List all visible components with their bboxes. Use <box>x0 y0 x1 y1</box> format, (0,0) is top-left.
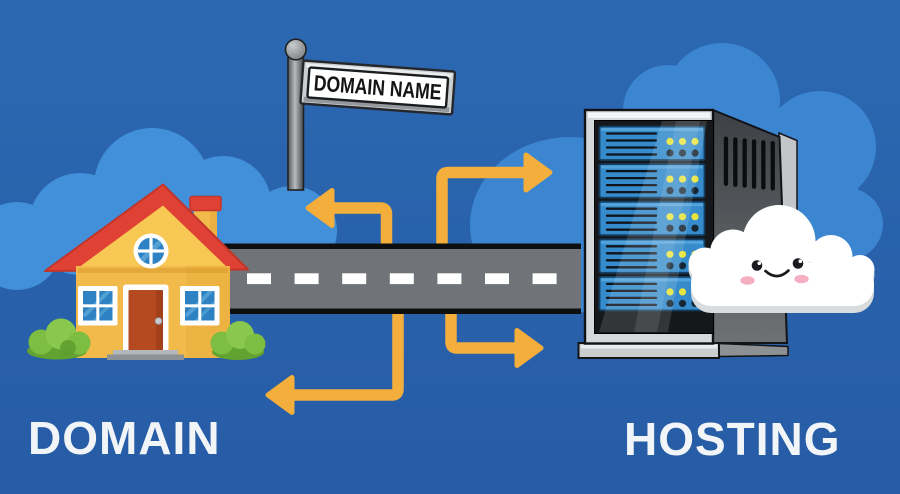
side-vents <box>723 136 775 191</box>
server-unit <box>598 163 706 199</box>
eye-right <box>792 258 804 269</box>
cloud-face <box>740 258 809 285</box>
rack-base-side <box>718 342 789 358</box>
server-unit <box>598 200 706 237</box>
bush-left <box>27 318 91 360</box>
arrow-up-left-icon <box>305 188 393 250</box>
server-unit <box>598 275 706 312</box>
arrow-up-right-icon <box>436 152 553 250</box>
glass-reflection <box>599 121 707 332</box>
arrow-down-right-icon <box>445 306 544 368</box>
sign-board: DOMAIN NAME <box>299 59 457 116</box>
cheek-right <box>794 274 809 284</box>
window-right <box>180 286 220 326</box>
door-knob <box>154 317 163 325</box>
smile <box>764 269 790 278</box>
road <box>205 243 581 314</box>
cheek-left <box>740 276 755 285</box>
round-gable-window <box>133 233 169 269</box>
sign-pole-cap <box>284 38 307 61</box>
front-door <box>123 284 169 353</box>
cloud-body <box>688 205 875 306</box>
glass-reflection-streak <box>634 121 700 332</box>
server-units <box>598 125 706 312</box>
sign-pole <box>287 49 305 191</box>
server-unit <box>598 125 706 161</box>
bush-right <box>210 321 266 360</box>
smiling-cloud-character <box>688 205 875 313</box>
arrow-down-left-icon <box>265 306 404 415</box>
hosting-label: HOSTING <box>624 413 841 465</box>
street-sign-icon: DOMAIN NAME <box>284 38 457 191</box>
eye-left <box>751 260 763 271</box>
domain-label: DOMAIN <box>28 412 221 464</box>
door-step <box>107 350 184 360</box>
window-left <box>78 286 118 326</box>
house-icon <box>27 183 266 360</box>
road-dashed-line <box>247 273 557 285</box>
routing-arrows <box>265 152 553 415</box>
